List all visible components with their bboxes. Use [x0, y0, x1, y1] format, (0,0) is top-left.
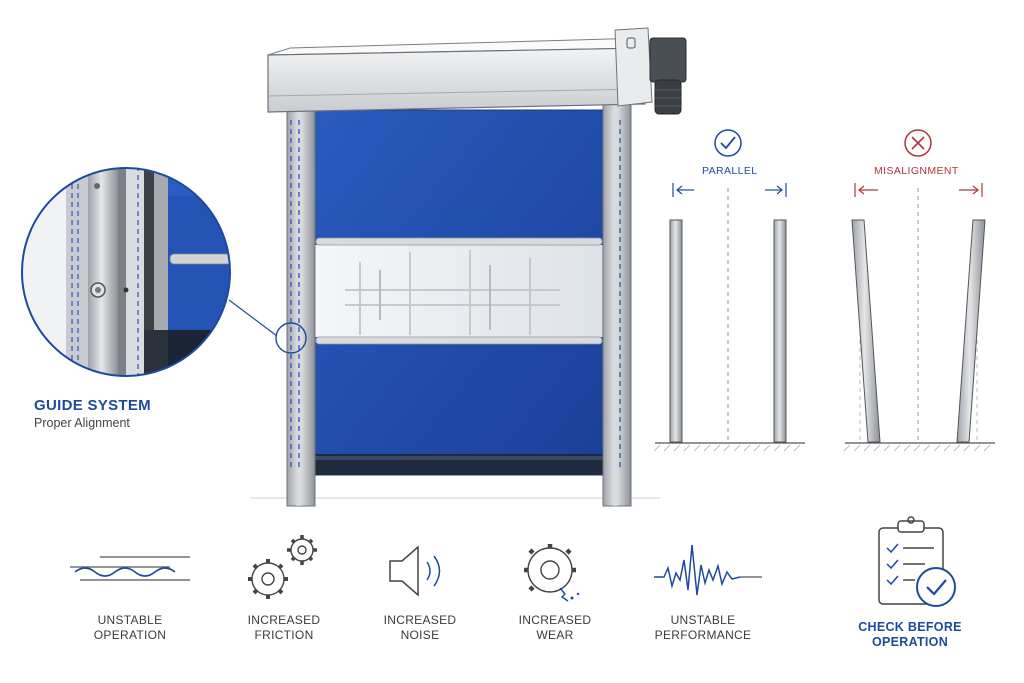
- guide-system-subtitle: Proper Alignment: [34, 416, 130, 430]
- roller-door: [250, 27, 687, 507]
- gears-icon: [248, 535, 317, 599]
- wind-bar-top: [315, 237, 603, 246]
- effect-caption-increased-noise: INCREASED NOISE: [383, 613, 457, 642]
- check-circle-icon: [714, 129, 742, 157]
- error-circle-icon: [904, 129, 932, 157]
- clipboard-check-icon: [878, 516, 956, 607]
- parallel-label: PARALLEL: [702, 165, 758, 177]
- speaker-icon: [389, 545, 441, 597]
- misalignment-label: MISALIGNMENT: [874, 165, 959, 177]
- worn-gear-icon: [524, 544, 580, 602]
- head-side-cover: [614, 27, 653, 107]
- misalignment-diagram: [843, 129, 995, 452]
- window-reflection: [345, 250, 560, 335]
- check-before-operation-caption: CHECK BEFORE OPERATION: [858, 620, 962, 649]
- effect-caption-increased-wear: INCREASED WEAR: [518, 613, 592, 642]
- guide-zoom-detail: [21, 167, 231, 377]
- wind-bar-bottom: [315, 336, 603, 345]
- effect-caption-unstable-performance: UNSTABLE PERFORMANCE: [654, 613, 752, 642]
- parallel-diagram: [653, 129, 805, 452]
- guide-detail-marker: [275, 322, 307, 354]
- wavy-lines-icon: [70, 556, 190, 581]
- guide-system-title: GUIDE SYSTEM: [34, 397, 151, 414]
- waveform-icon: [654, 544, 762, 596]
- effect-caption-unstable-operation: UNSTABLE OPERATION: [93, 613, 167, 642]
- motor-unit: [649, 37, 687, 115]
- head-box: [267, 47, 646, 113]
- effect-caption-increased-friction: INCREASED FRICTION: [247, 613, 321, 642]
